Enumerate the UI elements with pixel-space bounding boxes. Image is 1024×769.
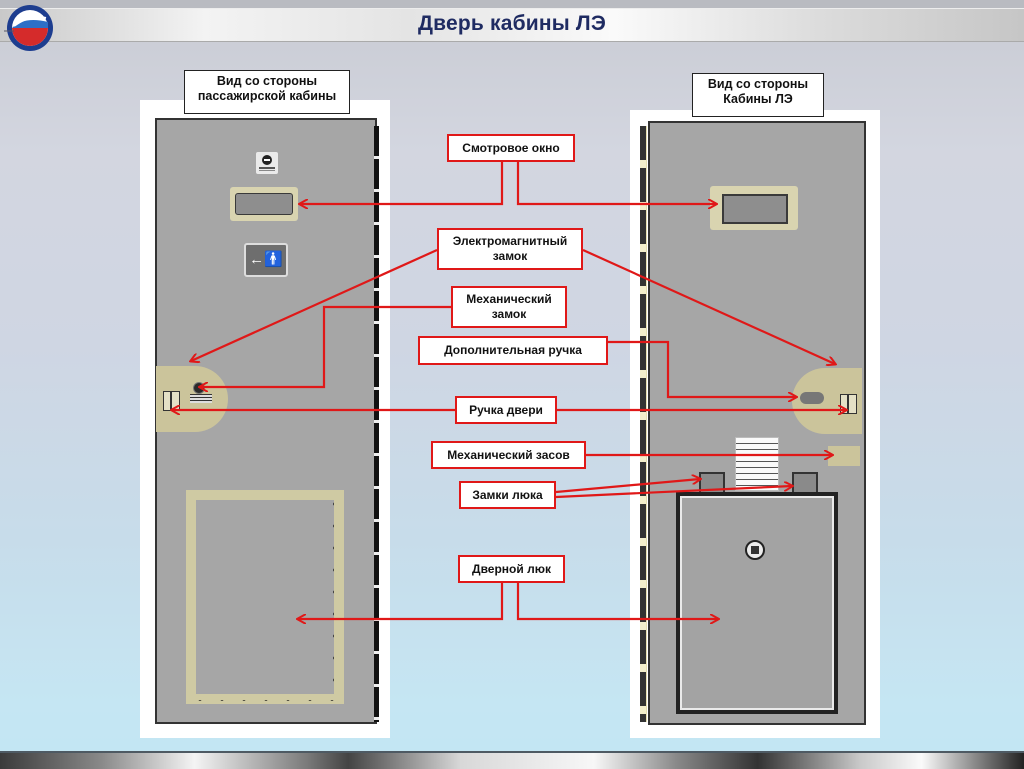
viewing-window-frame-cockpit [710, 186, 798, 230]
label-door-handle: Ручка двери [455, 396, 557, 424]
hatch-release-icon [745, 540, 765, 560]
caption-line-1: Вид со стороны [707, 77, 809, 91]
mechanical-lock-placard [190, 394, 212, 403]
no-entry-sign-icon [256, 152, 278, 174]
door-handle-icon [163, 391, 180, 411]
mechanical-lock-keyhole-icon [193, 382, 205, 394]
door-hatch-cockpit-side [676, 492, 838, 714]
cockpit-side-hinge [640, 126, 647, 722]
title-bar [0, 8, 1024, 42]
label-electromagnetic-lock: Электромагнитный замок [437, 228, 583, 270]
label-hatch-locks: Замки люка [459, 481, 556, 509]
cockpit-side-caption: Вид со стороны Кабины ЛЭ [692, 73, 824, 117]
label-door-hatch: Дверной люк [458, 555, 565, 583]
viewing-window-glass [722, 194, 788, 224]
viewing-window-glass [235, 193, 293, 215]
label-line-1: Электромагнитный [452, 234, 568, 248]
restroom-direction-sign-icon: ←🚹 [244, 243, 288, 277]
label-viewing-window: Смотровое окно [447, 134, 575, 162]
airline-emblem-icon [4, 5, 53, 51]
slide-title: Дверь кабины ЛЭ [417, 12, 607, 35]
caption-line-2: пассажирской кабины [197, 89, 337, 103]
label-mechanical-lock: Механический замок [451, 286, 567, 328]
label-line-2: замок [492, 249, 528, 263]
label-line-2: замок [491, 307, 527, 321]
label-mechanical-bolt: Механический засов [431, 441, 586, 469]
top-strip [0, 0, 1024, 8]
passenger-side-caption: Вид со стороны пассажирской кабины [184, 70, 350, 114]
hatch-frame-passenger-side [186, 490, 344, 704]
viewing-window-frame [230, 187, 298, 221]
label-additional-handle: Дополнительная ручка [418, 336, 608, 365]
caption-line-1: Вид со стороны [216, 74, 318, 88]
caption-line-2: Кабины ЛЭ [723, 92, 793, 106]
door-handle-icon [840, 394, 857, 414]
passenger-side-hinge [374, 126, 379, 722]
hatch-instruction-placard [735, 437, 779, 491]
bottom-bar [0, 751, 1024, 769]
additional-handle-icon [800, 392, 824, 404]
mechanical-bolt-plate [828, 446, 860, 466]
label-line-1: Механический [466, 292, 552, 306]
